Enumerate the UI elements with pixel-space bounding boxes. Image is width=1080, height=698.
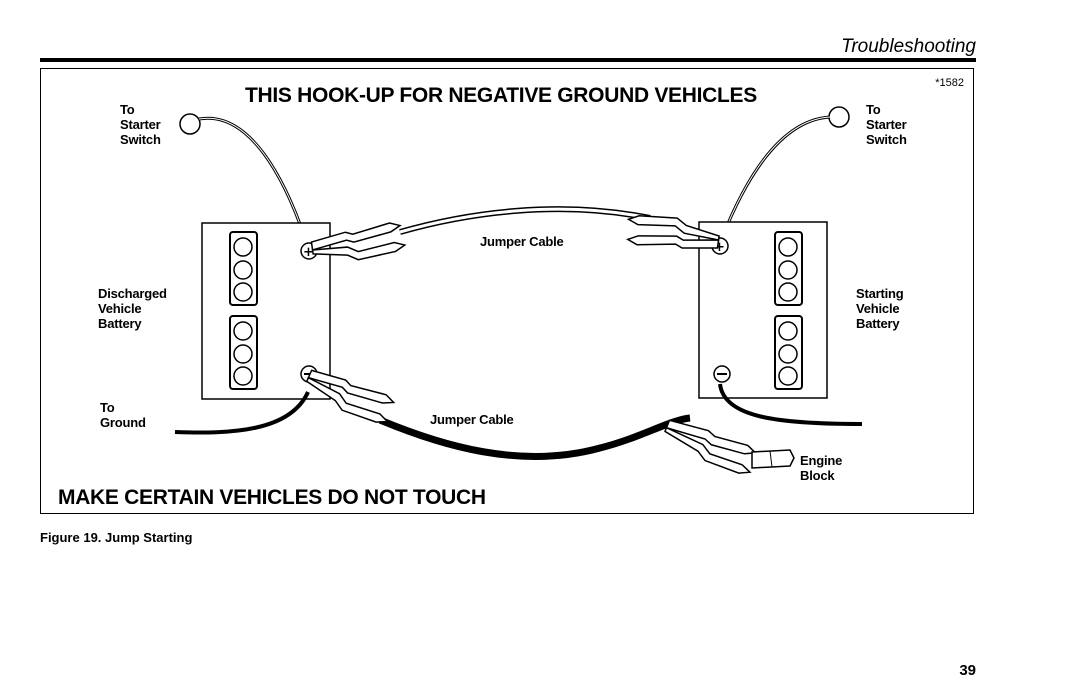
page-number: 39 — [959, 662, 976, 679]
starting-battery: + — [698, 221, 828, 399]
clamp-engine-block-icon — [664, 419, 758, 474]
warning-text: MAKE CERTAIN VEHICLES DO NOT TOUCH — [58, 486, 486, 509]
right-starter-wire — [720, 115, 831, 239]
svg-text:+: + — [714, 240, 725, 255]
clamp-starting-positive-icon — [625, 214, 720, 249]
clamp-discharged-negative-icon — [305, 369, 396, 423]
left-starter-terminal — [179, 113, 201, 135]
header-rule — [40, 58, 976, 62]
section-title: Troubleshooting — [841, 36, 976, 57]
svg-text:+: + — [303, 245, 314, 260]
label-jumper-cable-top: Jumper Cable — [480, 234, 564, 249]
clamp-discharged-positive-icon — [310, 222, 407, 261]
label-to-starter-switch-right: To Starter Switch — [866, 102, 907, 147]
left-starter-wire — [198, 116, 307, 239]
figure-number: *1582 — [935, 77, 964, 89]
starting-ground-cable — [718, 383, 863, 426]
engine-block-icon — [751, 449, 795, 469]
label-to-starter-switch-left: To Starter Switch — [120, 102, 161, 147]
figure-caption: Figure 19. Jump Starting — [40, 530, 193, 545]
figure-frame — [40, 68, 974, 514]
negative-jumper-cable — [378, 414, 691, 460]
discharged-battery: + — [201, 222, 331, 400]
label-engine-block: Engine Block — [800, 453, 843, 483]
label-jumper-cable-bottom: Jumper Cable — [430, 412, 514, 427]
label-starting-battery: Starting Vehicle Battery — [856, 286, 904, 331]
right-starter-terminal — [828, 106, 850, 128]
label-to-ground: To Ground — [100, 400, 146, 430]
label-discharged-battery: Discharged Vehicle Battery — [98, 286, 167, 331]
discharged-ground-cable — [174, 391, 310, 435]
figure-title: THIS HOOK-UP FOR NEGATIVE GROUND VEHICLE… — [245, 84, 757, 107]
